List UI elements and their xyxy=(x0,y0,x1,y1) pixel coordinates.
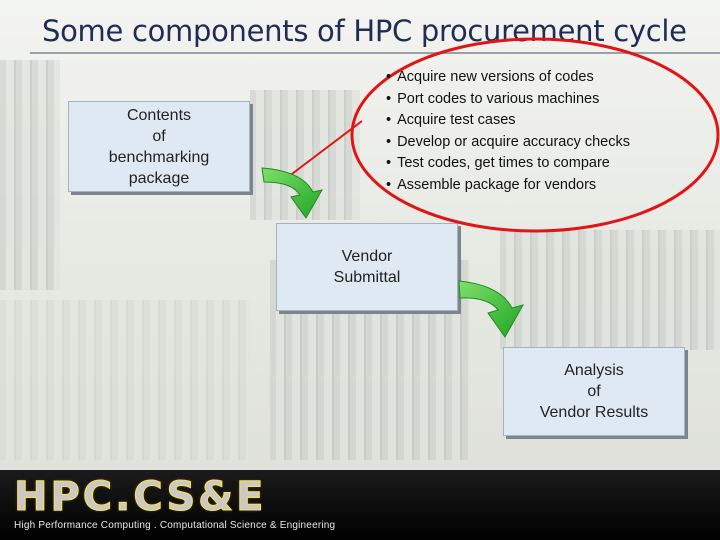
vendor-submittal-box: Vendor Submittal xyxy=(276,223,458,311)
hpc-cse-logo: HPC.CS&E xyxy=(13,474,267,521)
list-item: •Test codes, get times to compare xyxy=(386,155,610,171)
title-divider xyxy=(30,52,720,54)
list-item: •Acquire test cases xyxy=(386,112,516,128)
list-item: •Assemble package for vendors xyxy=(386,176,597,193)
footer-tagline: High Performance Computing . Computation… xyxy=(14,520,336,531)
analysis-label: Analysis of Vendor Results xyxy=(539,362,649,421)
server-rack-image xyxy=(500,230,720,350)
benchmark-tasks-list: •Acquire new versions of codes •Port cod… xyxy=(386,67,630,196)
curved-arrow-icon xyxy=(261,167,323,219)
list-item: •Acquire new versions of codes xyxy=(386,69,594,85)
footer-banner: HPC.CS&E High Performance Computing . Co… xyxy=(0,470,720,540)
callout-line xyxy=(279,120,363,184)
contents-box: Contents of benchmarking package xyxy=(68,101,250,192)
vendor-submittal-label: Vendor Submittal xyxy=(333,248,401,286)
red-ellipse-highlight xyxy=(350,37,720,233)
server-rack-image xyxy=(0,300,250,460)
curved-arrow-icon xyxy=(458,280,525,338)
server-rack-image xyxy=(0,60,60,290)
list-item: •Develop or acquire accuracy checks xyxy=(386,133,630,150)
list-item: •Port codes to various machines xyxy=(386,90,600,107)
analysis-box: Analysis of Vendor Results xyxy=(503,347,685,436)
contents-box-label: Contents of benchmarking package xyxy=(108,106,210,187)
